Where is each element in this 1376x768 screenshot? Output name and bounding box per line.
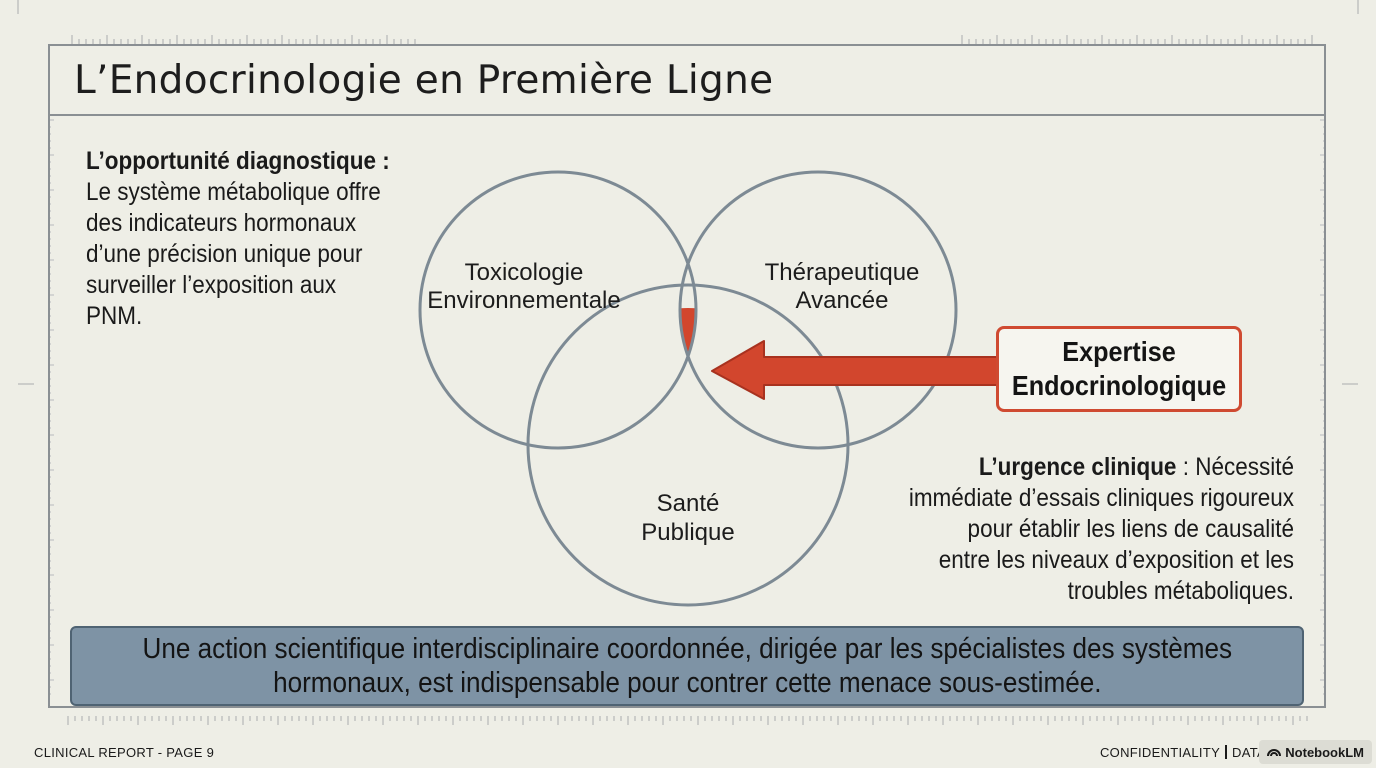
urgency-line: troubles métaboliques. (1067, 577, 1294, 605)
banner-line: hormonaux, est indispensable pour contre… (272, 667, 1102, 699)
bottom-ruler (67, 716, 1308, 725)
conclusion-banner: Une action scientifique interdisciplinai… (70, 626, 1304, 706)
clinical-urgency-separator: : (1176, 453, 1196, 481)
diagnostic-line: des indicateurs hormonaux (86, 209, 357, 237)
diagnostic-line: surveiller l’exposition aux (86, 271, 337, 299)
top-ruler (17, 0, 1359, 44)
urgency-line: entre les niveaux d’exposition et les (938, 546, 1294, 574)
venn-label-toxicology: Environnementale (427, 287, 620, 314)
diagnostic-opportunity-text: L’opportunité diagnostique : Le système … (86, 146, 392, 332)
venn-circle-toxicology (418, 170, 698, 450)
clinical-urgency-heading: L’urgence clinique (978, 453, 1177, 481)
footer-page-label: CLINICAL REPORT - PAGE 9 (34, 745, 215, 760)
arrow-to-intersection (711, 340, 999, 400)
venn-label-therapeutics: Avancée (796, 287, 889, 314)
banner-line: Une action scientifique interdisciplinai… (142, 633, 1232, 665)
brand-label: NotebookLM (1285, 744, 1364, 760)
urgency-line: immédiate d’essais cliniques rigoureux (908, 484, 1294, 512)
footer-separator (1225, 745, 1228, 759)
venn-circle-public-health (526, 283, 850, 607)
callout-line: Expertise (1062, 336, 1176, 367)
title-bar: L’Endocrinologie en Première Ligne (50, 46, 1324, 116)
callout-line: Endocrinologique (1011, 370, 1227, 401)
slide-frame: L’Endocrinologie en Première Ligne (48, 44, 1326, 708)
notebooklm-logo-icon (1267, 749, 1282, 757)
page-title: L’Endocrinologie en Première Ligne (74, 58, 774, 103)
urgency-line: pour établir les liens de causalité (967, 515, 1294, 543)
footer-confidentiality-label: CONFIDENTIALITY (1099, 745, 1221, 760)
clinical-urgency-text: L’urgence clinique : Nécessité immédiate… (880, 452, 1294, 607)
urgency-line: Nécessité (1195, 453, 1294, 481)
endocrine-expertise-callout: Expertise Endocrinologique (996, 326, 1242, 412)
venn-label-public-health: Publique (641, 519, 734, 546)
notebooklm-badge: NotebookLM (1259, 740, 1372, 764)
footer-confidentiality: CONFIDENTIALITY DATA (1100, 745, 1266, 760)
diagnostic-line: PNM. (86, 302, 143, 330)
venn-label-public-health: Santé (657, 490, 720, 517)
diagnostic-opportunity-heading: L’opportunité diagnostique : (86, 147, 390, 175)
venn-label-toxicology: Toxicologie (465, 259, 584, 286)
diagnostic-line: d’une précision unique pour (86, 240, 363, 268)
footer-data-label: DATA (1232, 745, 1266, 760)
venn-circle-therapeutics (678, 170, 958, 450)
diagnostic-line: Le système métabolique offre (86, 178, 381, 206)
venn-label-therapeutics: Thérapeutique (765, 259, 920, 286)
